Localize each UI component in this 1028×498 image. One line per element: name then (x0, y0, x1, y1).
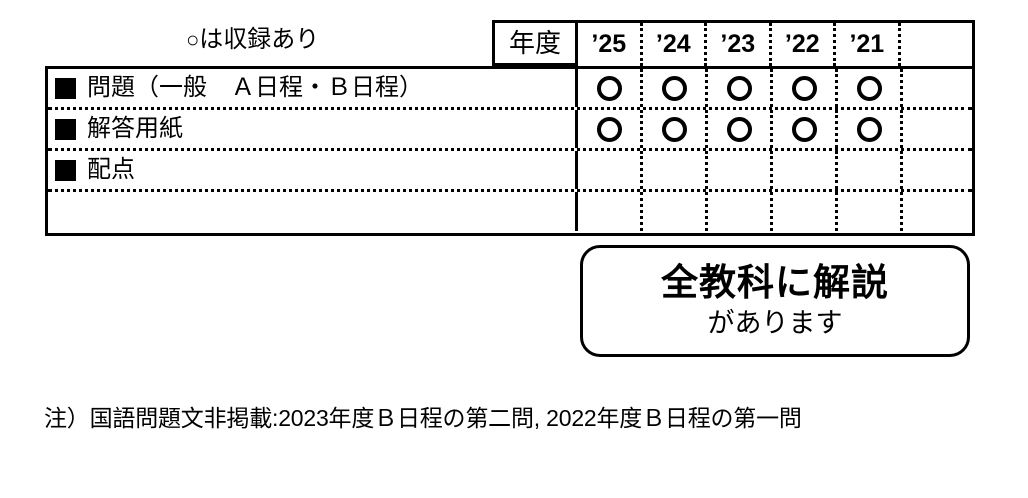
table-row: 解答用紙 (48, 110, 972, 151)
year-columns-header: ’25 ’24 ’23 ’22 ’21 (578, 20, 975, 66)
circle-mark-icon (661, 116, 687, 142)
row-label-cell: 問題（一般 Ａ日程・Ｂ日程） (48, 69, 578, 107)
coverage-cell (643, 69, 708, 107)
table-row: 配点 (48, 151, 972, 192)
circle-mark-icon (791, 75, 817, 101)
coverage-cell (838, 151, 903, 189)
footnote: 注）国語問題文非掲載:2023年度Ｂ日程の第二問, 2022年度Ｂ日程の第一問 (44, 405, 802, 431)
coverage-cell (773, 192, 838, 231)
coverage-cell (708, 110, 773, 148)
coverage-cell (773, 151, 838, 189)
year-header-box: 年度 (492, 20, 578, 66)
year-column-header: ’23 (707, 23, 772, 66)
coverage-cell (578, 110, 643, 148)
row-label-cell: 解答用紙 (48, 110, 578, 148)
coverage-cell (773, 69, 838, 107)
year-column-header: ’25 (578, 23, 643, 66)
coverage-cell-extra (903, 69, 970, 107)
circle-mark-icon (856, 116, 882, 142)
coverage-cell-extra (903, 192, 970, 231)
legend-label: は収録あり (199, 26, 320, 53)
coverage-cell (773, 110, 838, 148)
circle-icon: ○ (186, 27, 200, 52)
coverage-cell (838, 110, 903, 148)
coverage-cell (838, 69, 903, 107)
commentary-callout: 全教科に解説 があります (580, 245, 970, 357)
bullet-square-icon (55, 118, 76, 140)
legend: ○は収録あり (186, 28, 319, 52)
circle-mark-icon (726, 75, 752, 101)
coverage-cell (578, 192, 643, 231)
coverage-cell (643, 151, 708, 189)
row-label-cell (48, 192, 578, 231)
coverage-cell-extra (903, 151, 970, 189)
coverage-cell (708, 151, 773, 189)
callout-headline: 全教科に解説 (661, 261, 889, 303)
coverage-cell (708, 69, 773, 107)
year-header-label: 年度 (508, 28, 561, 58)
bullet-square-icon (55, 159, 76, 181)
row-label: 問題（一般 Ａ日程・Ｂ日程） (87, 74, 423, 101)
table-row (48, 192, 972, 231)
coverage-cell (838, 192, 903, 231)
circle-mark-icon (596, 75, 622, 101)
bullet-square-icon (55, 77, 76, 99)
coverage-cell-extra (903, 110, 970, 148)
coverage-cell (578, 69, 643, 107)
row-label: 配点 (87, 156, 135, 183)
callout-subline: があります (707, 307, 843, 338)
circle-mark-icon (596, 116, 622, 142)
coverage-cell (578, 151, 643, 189)
coverage-cell (643, 110, 708, 148)
row-label: 解答用紙 (87, 115, 183, 142)
circle-mark-icon (856, 75, 882, 101)
coverage-cell (708, 192, 773, 231)
year-column-header: ’24 (643, 23, 708, 66)
year-column-header-extra (901, 23, 972, 66)
coverage-table: 問題（一般 Ａ日程・Ｂ日程） 解答用紙 配点 (45, 66, 975, 236)
row-label-cell: 配点 (48, 151, 578, 189)
circle-mark-icon (791, 116, 817, 142)
year-column-header: ’22 (772, 23, 837, 66)
circle-mark-icon (661, 75, 687, 101)
circle-mark-icon (726, 116, 752, 142)
table-row: 問題（一般 Ａ日程・Ｂ日程） (48, 69, 972, 110)
year-column-header: ’21 (836, 23, 901, 66)
coverage-cell (643, 192, 708, 231)
